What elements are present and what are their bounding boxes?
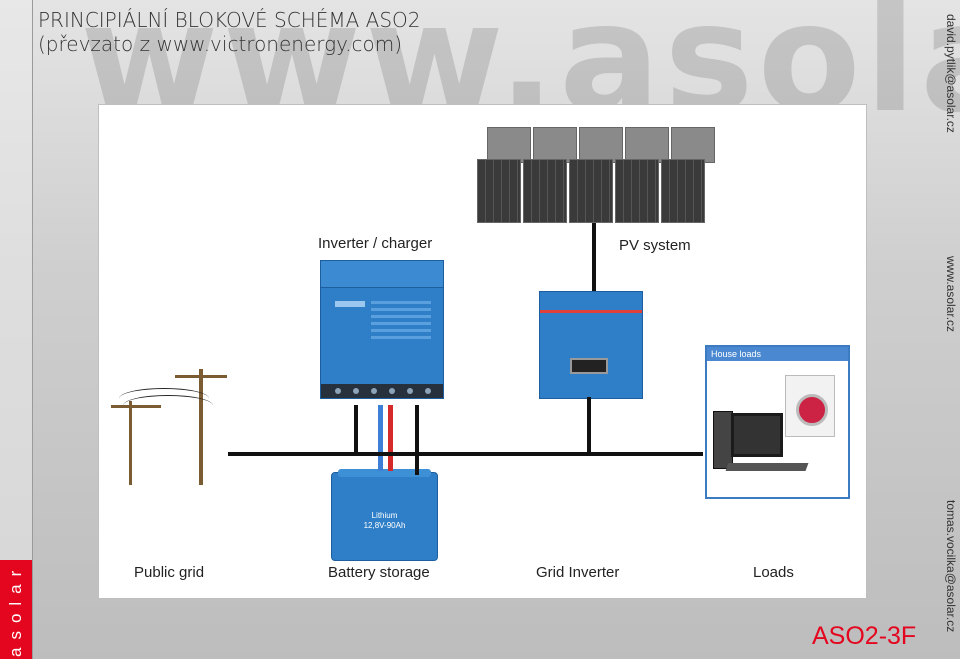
pole-post bbox=[129, 401, 132, 485]
dc-cable-negative bbox=[378, 405, 383, 471]
washer-door bbox=[796, 394, 828, 426]
pv-panel bbox=[533, 127, 577, 163]
terminal-icon bbox=[425, 388, 431, 394]
ac-bus-wire bbox=[228, 452, 703, 456]
pole-post bbox=[199, 369, 203, 485]
pv-panel bbox=[671, 127, 715, 163]
pv-system-label: PV system bbox=[619, 237, 691, 254]
caption-public-grid: Public grid bbox=[134, 564, 205, 581]
page-title: PRINCIPIÁLNÍ BLOKOVÉ SCHÉMA ASO2 (převza… bbox=[38, 8, 421, 56]
pv-panel bbox=[625, 127, 669, 163]
inverter-ac-out-wire bbox=[415, 405, 419, 475]
keyboard-icon bbox=[725, 463, 809, 471]
pc-tower-icon bbox=[713, 411, 733, 469]
inverter-front-panel bbox=[371, 301, 431, 341]
title-line-1: PRINCIPIÁLNÍ BLOKOVÉ SCHÉMA ASO2 bbox=[38, 8, 421, 32]
dc-cable-positive bbox=[388, 405, 393, 471]
house-loads-title: House loads bbox=[707, 347, 848, 361]
pv-panel bbox=[579, 127, 623, 163]
grid-inverter-wire bbox=[587, 397, 591, 455]
battery-top bbox=[338, 469, 431, 477]
caption-battery-storage: Battery storage bbox=[328, 564, 430, 581]
pv-panel bbox=[569, 159, 613, 223]
grid-inverter bbox=[539, 291, 643, 399]
battery-label: Lithium 12,8V-90Ah bbox=[332, 511, 437, 531]
victron-logo-icon bbox=[335, 301, 365, 307]
power-line bbox=[123, 395, 213, 416]
diagram-panel: PV system Inverter / charger Lithium 12,… bbox=[98, 104, 867, 599]
pv-panel bbox=[523, 159, 567, 223]
terminal-icon bbox=[371, 388, 377, 394]
pv-panel bbox=[487, 127, 531, 163]
pv-panel bbox=[615, 159, 659, 223]
pv-panel bbox=[477, 159, 521, 223]
washing-machine-icon bbox=[785, 375, 835, 437]
left-sidebar bbox=[0, 0, 33, 659]
battery-type: Lithium bbox=[371, 511, 398, 520]
terminal-icon bbox=[389, 388, 395, 394]
house-loads-box: House loads bbox=[705, 345, 850, 499]
power-line bbox=[119, 388, 209, 409]
caption-loads: Loads bbox=[753, 564, 794, 581]
monitor-icon bbox=[731, 413, 783, 457]
contact-email-1: david.pytlik@asolar.cz bbox=[944, 14, 958, 133]
terminal-icon bbox=[407, 388, 413, 394]
battery-spec: 12,8V-90Ah bbox=[363, 521, 406, 530]
slide-code: ASO2-3F bbox=[812, 622, 917, 650]
display-icon bbox=[570, 358, 608, 374]
battery: Lithium 12,8V-90Ah bbox=[331, 469, 438, 561]
grid-inverter-stripe bbox=[540, 310, 642, 313]
inverter-terminals bbox=[321, 384, 443, 398]
contact-email-2: tomas.vocilka@asolar.cz bbox=[944, 500, 958, 633]
pv-wire bbox=[592, 223, 596, 291]
brand-logo-vertical: asolar bbox=[0, 560, 32, 659]
inverter-label: Inverter / charger bbox=[318, 235, 433, 252]
caption-grid-inverter: Grid Inverter bbox=[536, 564, 620, 581]
pole-crossarm bbox=[175, 375, 227, 378]
terminal-icon bbox=[335, 388, 341, 394]
inverter-charger bbox=[320, 260, 444, 399]
website-text: www.asolar.cz bbox=[944, 256, 958, 333]
pv-panel bbox=[661, 159, 705, 223]
inverter-top bbox=[321, 261, 443, 288]
inverter-ac-in-wire bbox=[354, 405, 358, 455]
title-line-2: (převzato z www.victronenergy.com) bbox=[38, 32, 403, 56]
terminal-icon bbox=[353, 388, 359, 394]
